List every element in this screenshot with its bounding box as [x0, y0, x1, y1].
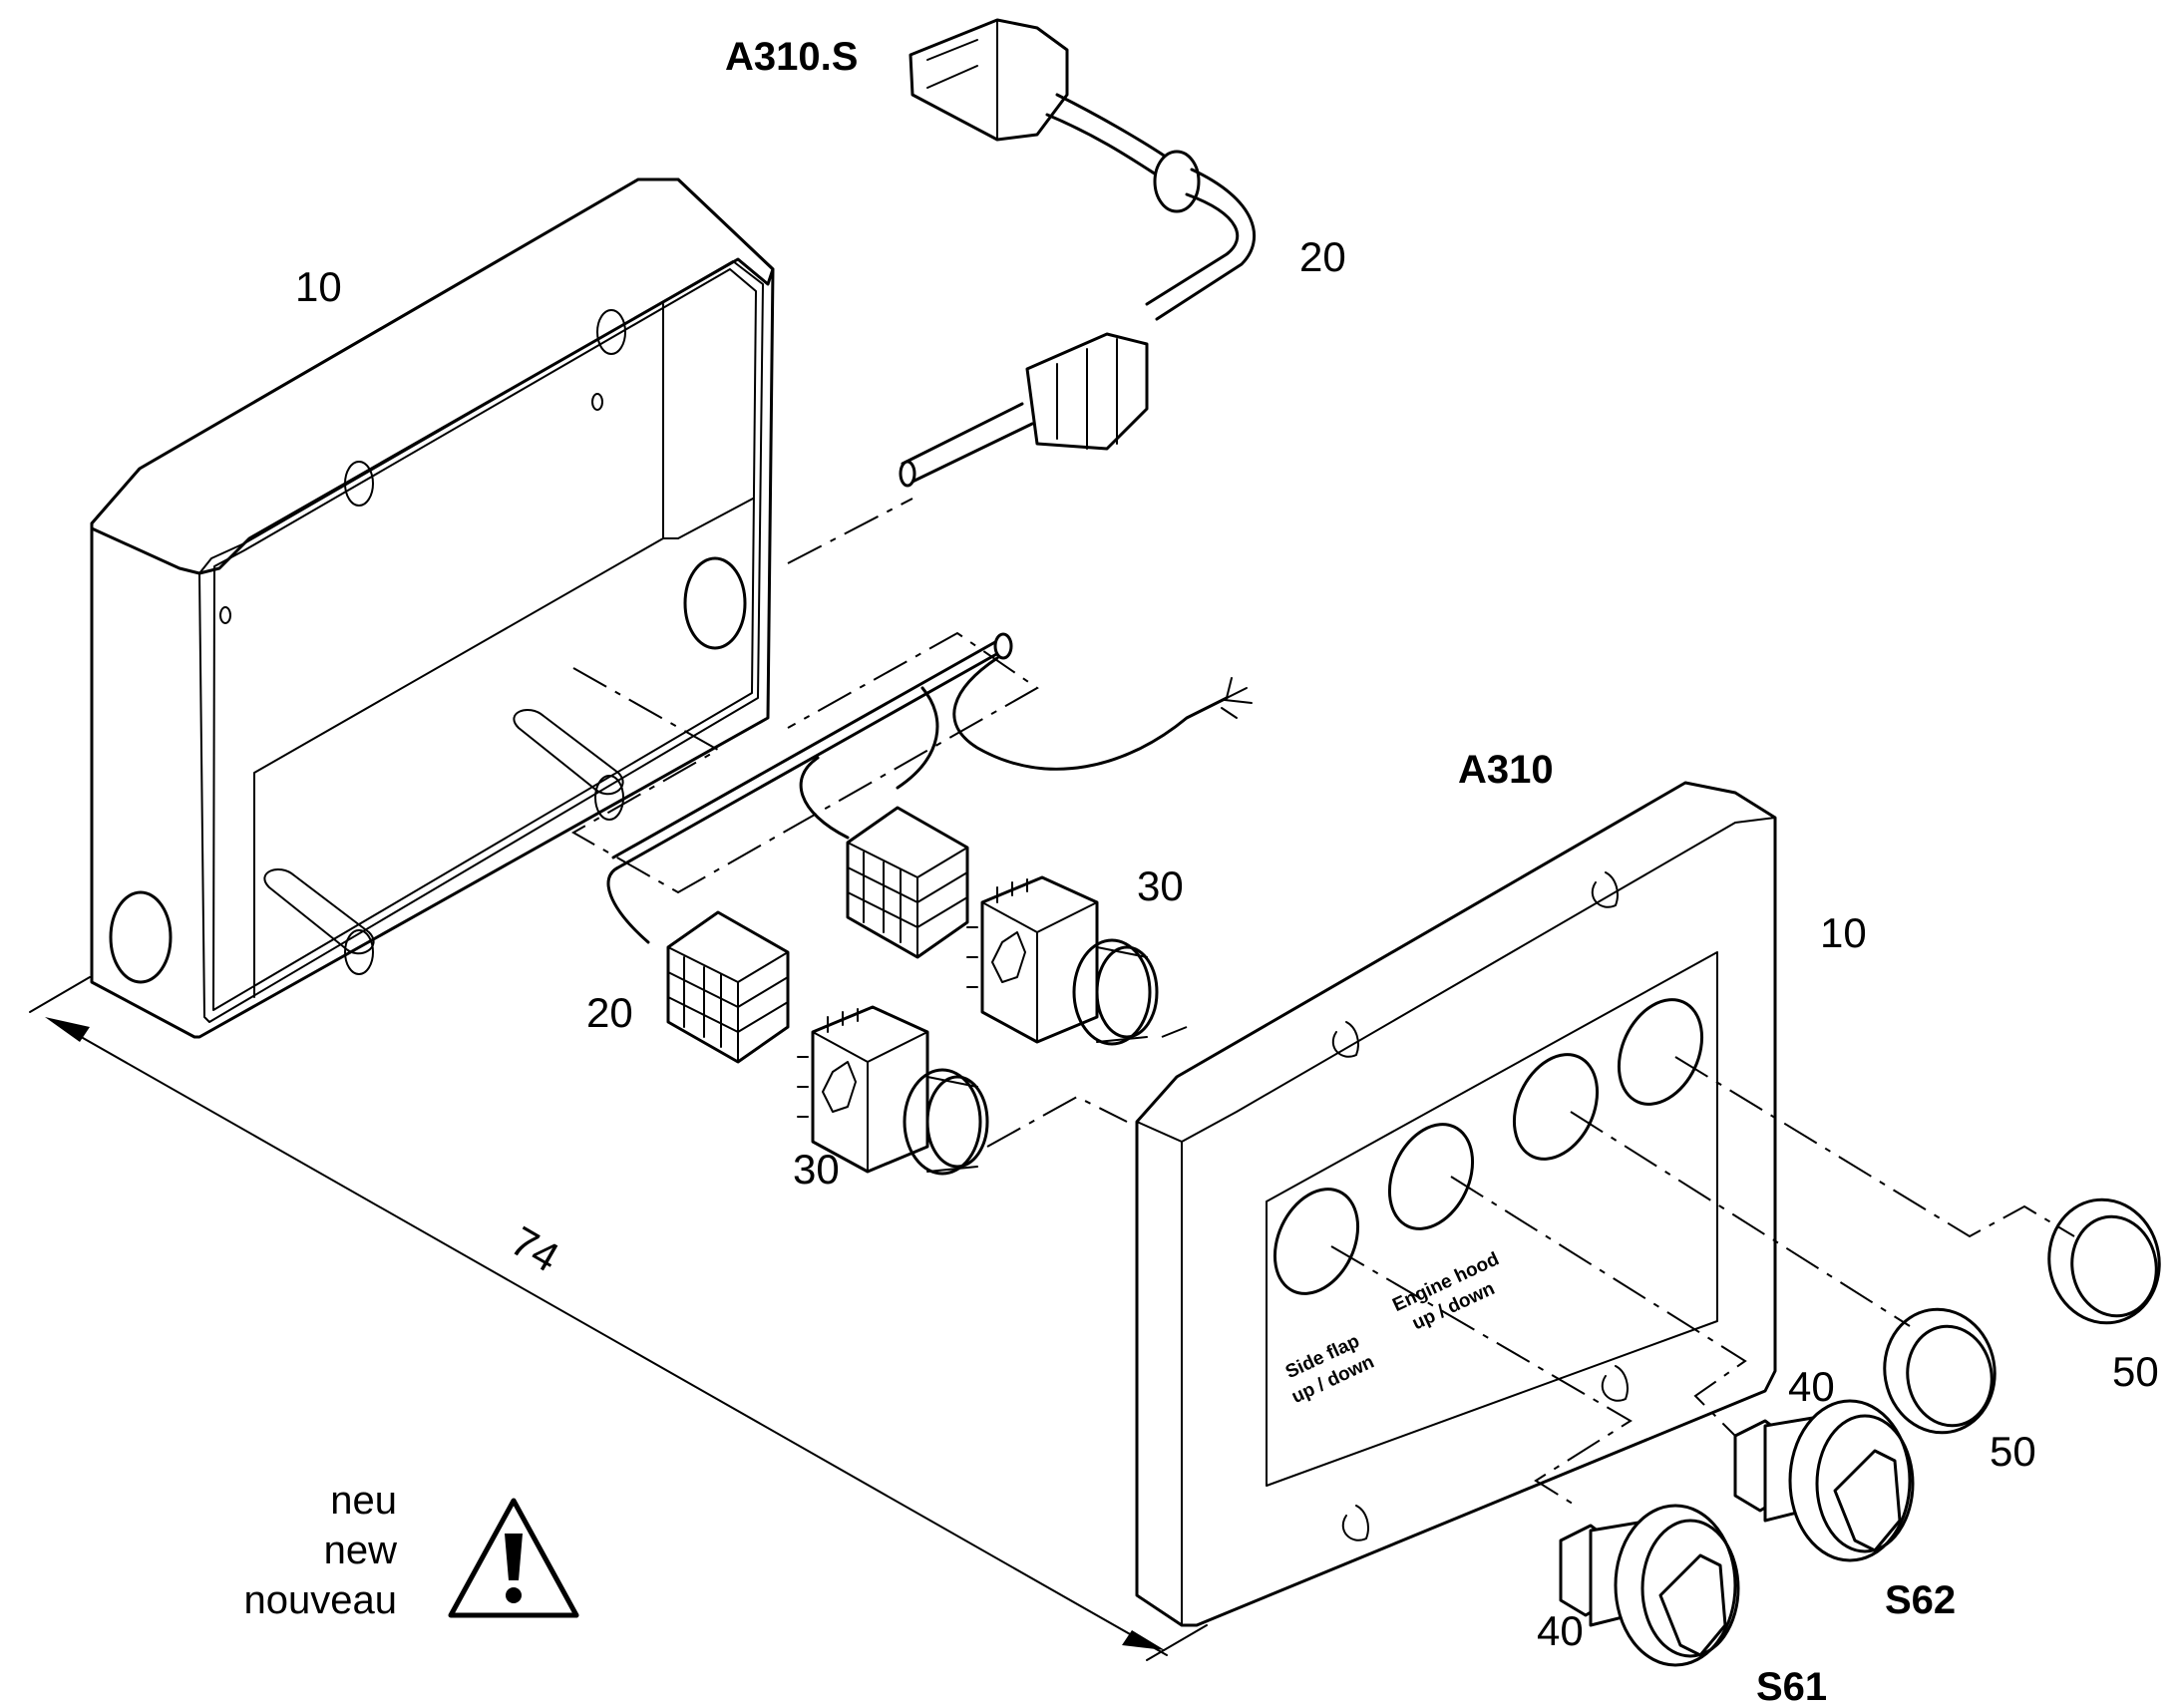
dimension-value: 74	[504, 1217, 567, 1281]
cap-lower: 50	[1883, 1307, 2036, 1475]
notice-line-nouveau: nouveau	[244, 1578, 397, 1622]
knob-lower-label: 40	[1537, 1607, 1584, 1654]
cable-assembly-a310s: A310.S 20	[725, 18, 1346, 488]
dimension-74: 74	[29, 976, 1208, 1661]
wiring-harness: 20	[586, 632, 1253, 1064]
cap-lower-label: 50	[1990, 1428, 2036, 1475]
new-part-notice: neu new nouveau	[244, 1479, 579, 1622]
front-cover-panel: Side flap up / down Engine hood up / dow…	[1135, 748, 1867, 1627]
switch-block-lower: 30	[793, 1005, 989, 1193]
rear-housing: 10	[90, 177, 775, 1039]
switch-block-lower-label: 30	[793, 1146, 840, 1193]
notice-line-neu: neu	[330, 1479, 397, 1523]
assembly-centerlines	[570, 498, 2075, 1507]
harness-block-lower	[666, 910, 790, 1064]
front-cover-label: 10	[1820, 909, 1867, 956]
switch-s61-label: S61	[1756, 1665, 1827, 1708]
harness-block-upper	[846, 806, 969, 959]
knob-switch-s62: 40 S62	[1733, 1363, 1956, 1622]
cable-label: 20	[1299, 233, 1346, 280]
knob-switch-s61: 40 S61	[1537, 1504, 1827, 1708]
switch-block-upper: 30	[966, 862, 1184, 1046]
switch-block-upper-label: 30	[1137, 862, 1184, 909]
cap-upper: 50	[2047, 1197, 2161, 1395]
cap-upper-label: 50	[2112, 1348, 2159, 1395]
switch-s62-label: S62	[1885, 1578, 1956, 1622]
knob-upper-label: 40	[1788, 1363, 1835, 1410]
warning-triangle-icon	[448, 1498, 579, 1618]
connector-a310s-label: A310.S	[725, 35, 858, 79]
panel-assembly-label: A310	[1458, 748, 1554, 792]
notice-line-new: new	[324, 1529, 397, 1572]
harness-label: 20	[586, 989, 633, 1036]
rear-housing-label: 10	[295, 263, 342, 310]
